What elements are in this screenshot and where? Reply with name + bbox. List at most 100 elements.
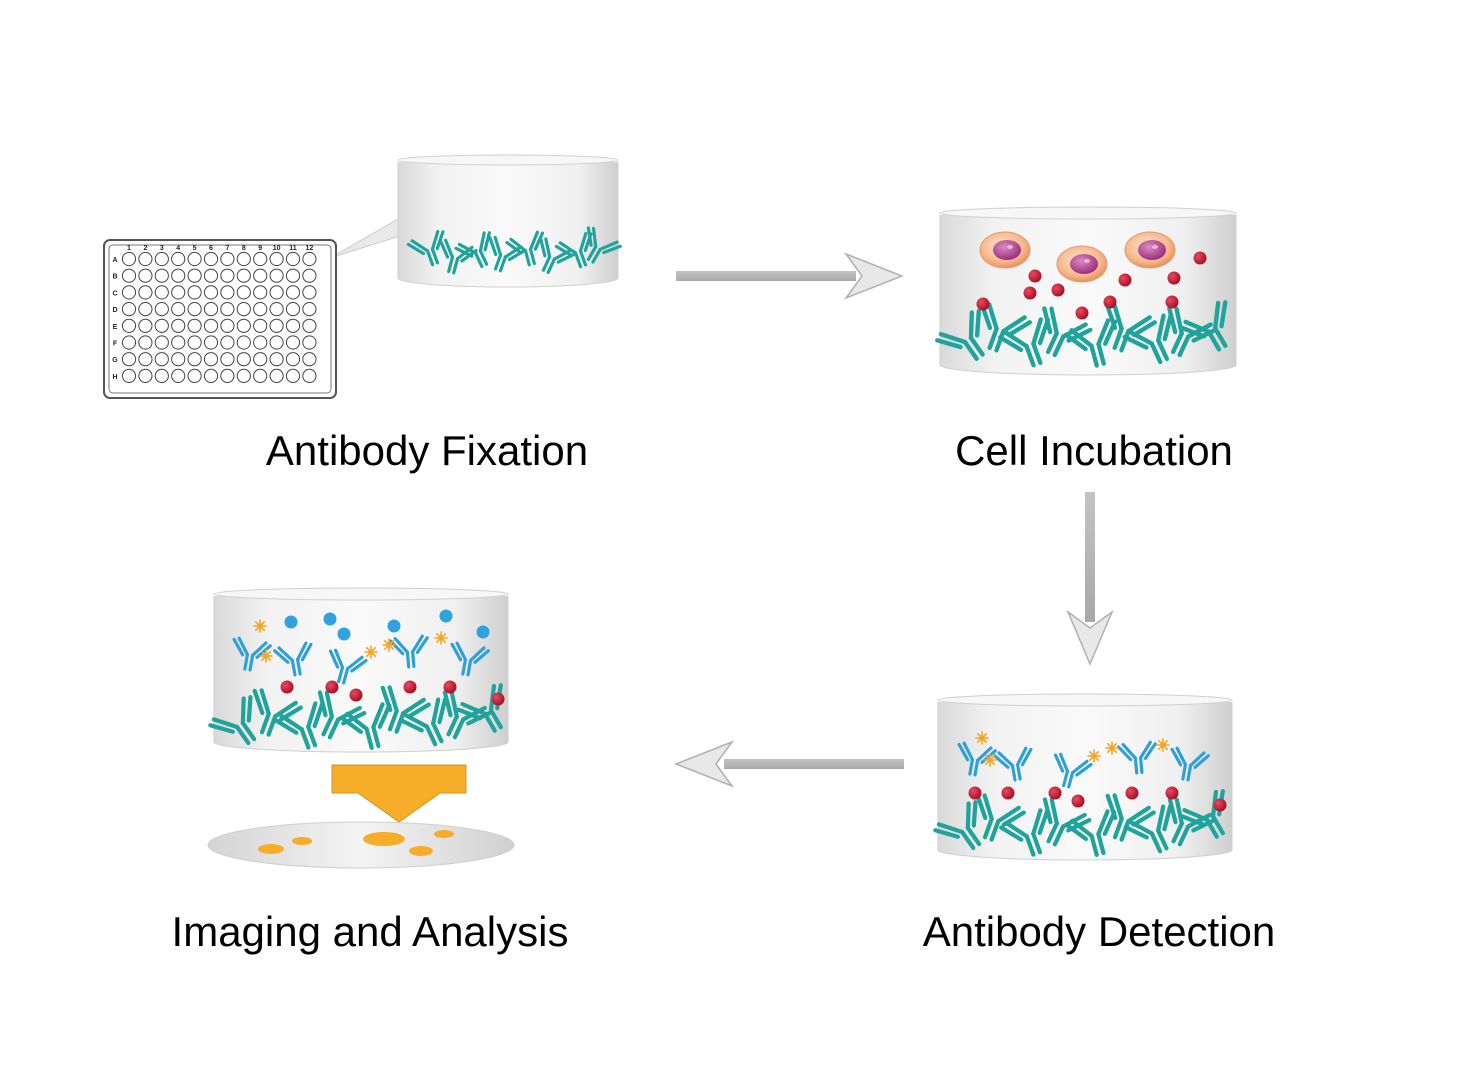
plate-well <box>138 335 153 350</box>
label-star <box>1156 738 1170 752</box>
plate-well <box>171 368 186 383</box>
plate-well <box>220 285 235 300</box>
capture-antibody <box>933 800 982 851</box>
plate-well <box>121 318 137 333</box>
plate-well <box>285 318 301 333</box>
plate-well <box>187 335 202 350</box>
plate-column-label: 1 <box>127 245 131 252</box>
plate-well <box>269 335 284 350</box>
antigen <box>1071 794 1085 808</box>
arrow-fixation-to-incubation <box>676 252 905 300</box>
capture-antibody <box>380 685 431 734</box>
plate-well <box>269 285 284 300</box>
plate-well <box>203 335 219 350</box>
antigen <box>349 688 363 702</box>
blue-particle <box>439 609 453 623</box>
blue-particle <box>337 627 351 641</box>
label-imaging-and-analysis: Imaging and Analysis <box>171 908 569 955</box>
plate-well <box>220 318 235 333</box>
plate-well <box>269 368 284 383</box>
detection-antibody <box>1170 746 1210 782</box>
antigen <box>1165 295 1179 309</box>
plate-well <box>236 318 251 333</box>
antigen <box>1118 273 1132 287</box>
zoom-callout <box>329 217 401 259</box>
plate-well <box>220 251 235 267</box>
plate-well <box>138 302 153 317</box>
plate-well <box>187 285 202 300</box>
plate-well <box>236 335 251 350</box>
detection-antibody <box>1117 740 1157 775</box>
plate-well <box>171 251 186 267</box>
plate-well <box>154 285 169 300</box>
plate-row-label: C <box>112 290 117 297</box>
antigen <box>443 680 457 694</box>
plate-row-label: G <box>112 357 118 364</box>
cell <box>979 231 1031 269</box>
plate-well <box>171 285 186 300</box>
capture-antibody <box>317 690 367 740</box>
antigen <box>280 680 294 694</box>
detection-antibody <box>273 641 313 677</box>
label-star <box>1087 749 1101 763</box>
capture-antibody <box>1105 793 1156 842</box>
label-antibody-fixation: Antibody Fixation <box>265 427 589 474</box>
plate-well <box>285 368 301 383</box>
capture-antibody <box>398 697 448 747</box>
plate-well <box>236 368 251 383</box>
detection-antibody <box>1053 752 1093 789</box>
plate-column-label: 11 <box>289 245 297 252</box>
plate-well <box>203 285 219 300</box>
plate-well <box>121 302 137 317</box>
plate-well <box>187 268 202 283</box>
plate-well <box>220 368 235 383</box>
plate-well <box>253 285 268 300</box>
capture-antibody <box>1063 318 1118 368</box>
plate-well <box>253 302 268 317</box>
antigen <box>1048 786 1062 800</box>
plate-well <box>236 251 251 267</box>
plate-well <box>285 251 301 267</box>
plate-well <box>138 268 153 283</box>
plate-well <box>285 335 301 350</box>
plate-well <box>302 268 317 283</box>
detection-antibody <box>328 648 368 685</box>
imaging-step <box>207 587 515 869</box>
plate-well <box>138 285 153 300</box>
blue-particle <box>323 612 337 626</box>
plate-well <box>203 352 219 367</box>
label-star <box>259 649 273 663</box>
plate-well <box>154 352 169 367</box>
readout-disc <box>207 821 515 869</box>
plate-well <box>236 352 251 367</box>
label-star <box>983 753 997 767</box>
plate-row-label: F <box>113 341 118 348</box>
plate-column-label: 12 <box>306 245 314 252</box>
blue-particle <box>387 619 401 633</box>
capture-antibody <box>505 230 545 267</box>
plate-well <box>253 352 268 367</box>
plate-well <box>138 368 153 383</box>
detection-antibody <box>450 641 490 677</box>
plate-well <box>236 302 251 317</box>
plate-well <box>203 302 219 317</box>
incubation-beaker <box>935 206 1237 376</box>
incubation-step <box>935 206 1237 376</box>
plate-well <box>154 251 169 267</box>
antigen <box>1001 786 1015 800</box>
plate-well <box>121 285 137 300</box>
detection-beaker <box>933 693 1233 861</box>
plate-column-label: 6 <box>209 245 213 252</box>
plate-well <box>121 251 137 267</box>
plate-well <box>253 251 268 267</box>
plate-well <box>138 318 153 333</box>
plate-column-label: 5 <box>193 245 197 252</box>
detection-antibody <box>232 636 272 672</box>
label-star <box>1105 741 1119 755</box>
capture-antibody <box>1123 804 1173 854</box>
capture-antibody <box>935 309 985 361</box>
plate-well <box>285 268 301 283</box>
fixation-beaker <box>397 154 622 288</box>
plate-well <box>138 251 153 267</box>
plate-well <box>203 251 219 267</box>
